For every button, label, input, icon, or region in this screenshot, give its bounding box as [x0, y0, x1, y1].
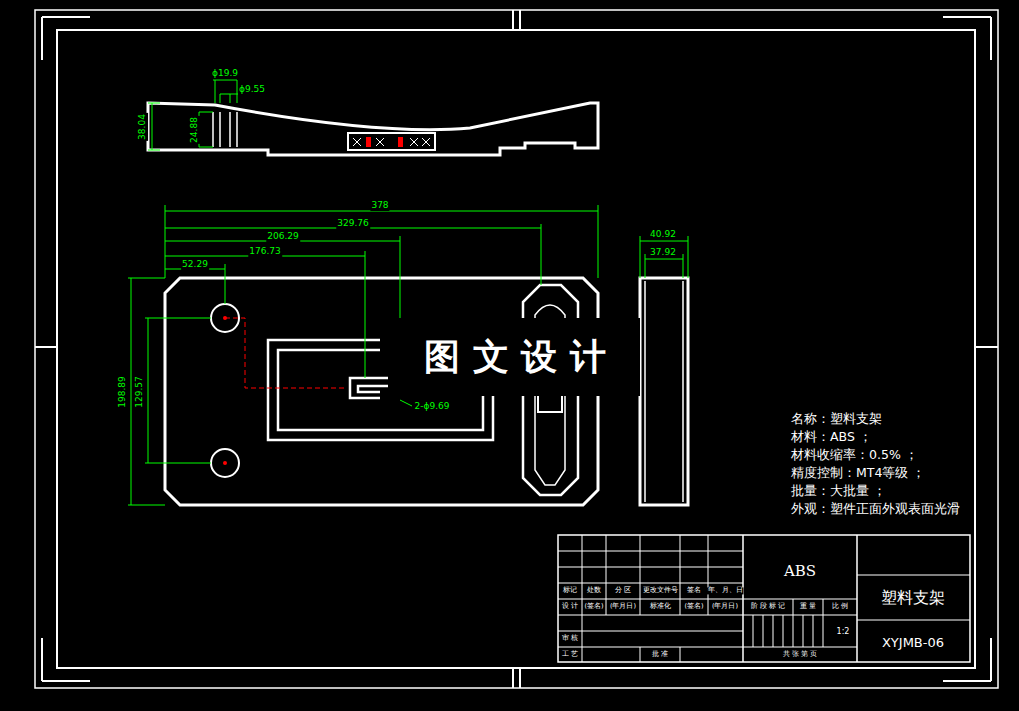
dimension-text: 38.04 [138, 113, 148, 141]
drawing-number: XYJMB-06 [881, 636, 945, 650]
side-outline [640, 278, 688, 505]
table-cell: (年月日) [609, 603, 637, 610]
dim-line [165, 224, 541, 285]
dim-line [213, 80, 237, 103]
table-grid [743, 599, 857, 647]
dim-line [145, 318, 211, 463]
corner-marks [42, 17, 991, 681]
hole-section [213, 112, 237, 147]
side-inner [645, 281, 683, 502]
leader-line [225, 318, 346, 388]
material-name: ABS [783, 563, 817, 580]
slot-tab [538, 395, 562, 412]
dimension-text: 40.92 [649, 230, 677, 240]
dimension-text: 378 [370, 201, 389, 211]
dim-line [220, 94, 240, 103]
table-cell: 比 例 [831, 603, 849, 611]
dim-line [640, 236, 688, 278]
dimension-lines [128, 80, 688, 505]
dim-line [148, 103, 160, 150]
mounting-hole [211, 449, 239, 477]
center-marks [35, 10, 998, 688]
hatch [353, 138, 430, 146]
leader-line [400, 400, 412, 406]
table-cell: 审 核 [561, 635, 579, 643]
side-view [640, 278, 688, 505]
note-line: 批量：大批量 ； [790, 484, 887, 498]
table-columns [582, 535, 708, 662]
part-name: 塑料支架 [880, 589, 946, 607]
dimension-text: 52.29 [181, 260, 209, 270]
table-cell: 设 计 [561, 603, 579, 611]
dim-line [165, 264, 225, 304]
outer-border [35, 10, 998, 688]
watermark-ground [390, 318, 640, 396]
note-line: 精度控制：MT4等级 ； [790, 466, 926, 480]
section-mark [398, 137, 403, 147]
dimension-text: ϕ9.55 [238, 85, 266, 95]
table-cell: 标记 [562, 587, 578, 595]
hook-detail [350, 378, 388, 398]
dim-line [128, 278, 165, 505]
title-border [558, 535, 970, 662]
profile-outline [148, 103, 598, 155]
table-cell: 处数 [586, 587, 602, 595]
dimension-text: ϕ19.9 [211, 69, 239, 79]
note-line: 名称：塑料支架 [790, 412, 883, 426]
dimension-text: 176.73 [248, 247, 282, 257]
table-cell: 分 区 [614, 587, 632, 595]
profile-view [148, 103, 598, 155]
table-cell: (年月日) [711, 603, 739, 610]
table-cell: 年、月、日 [707, 587, 744, 594]
dimension-text: 2-ϕ9.69 [414, 402, 451, 412]
centerlines [223, 316, 412, 465]
dimension-text: 24.88 [190, 116, 200, 144]
table-grid [857, 575, 970, 620]
inner-border [57, 30, 975, 668]
table-cell: 共 张 第 页 [782, 651, 819, 659]
table-dividers [743, 535, 857, 662]
dimension-text: 129.57 [135, 375, 145, 409]
hole-center [223, 461, 227, 465]
note-line: 外观：塑件正面外观表面光滑 [790, 502, 961, 516]
table-cell: 签名 [686, 587, 702, 595]
sheet-frame [35, 10, 998, 688]
dimension-text: 198.89 [118, 375, 128, 409]
table-rows [558, 551, 743, 647]
table-cell: (签名) [583, 603, 604, 610]
table-cell: 阶 段 标 记 [750, 603, 787, 611]
scale-value: 1:2 [836, 628, 851, 637]
table-cell: 工 艺 [561, 651, 579, 659]
section-mark [366, 137, 371, 147]
dimension-text: 329.76 [336, 219, 370, 229]
rib-detail [348, 133, 435, 150]
table-cell: (签名) [683, 603, 704, 610]
table-cell: 重 量 [799, 603, 817, 611]
dim-line [199, 112, 213, 147]
table-cell: 标准化 [649, 603, 672, 611]
dimension-text: 206.29 [266, 232, 300, 242]
table-cell: 更改文件号 [642, 587, 679, 595]
title-block [558, 535, 970, 662]
dim-line [165, 251, 365, 378]
note-line: 材料：ABS ； [790, 430, 873, 444]
dimension-text: 37.92 [649, 248, 677, 258]
note-line: 材料收缩率：0.5% ； [790, 448, 919, 462]
watermark: 图 文 设 计 [423, 337, 607, 377]
table-cell: 批 准 [651, 651, 669, 659]
